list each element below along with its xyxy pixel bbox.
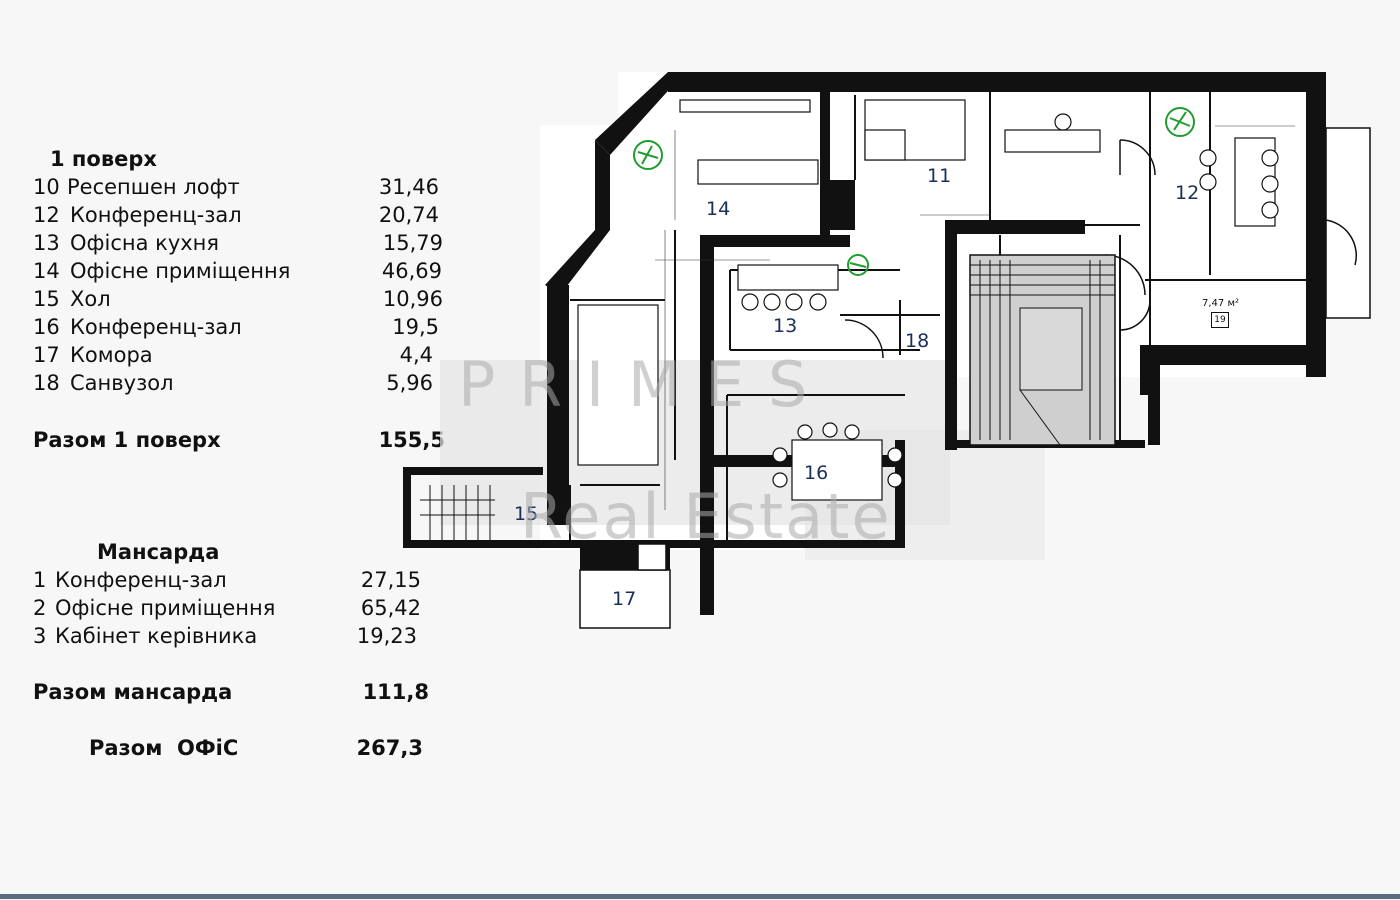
room-area: 27,15 — [360, 568, 421, 592]
room-number: 2 — [33, 596, 47, 620]
extra-area: 7,47 м² — [1202, 298, 1239, 309]
room-number: 18 — [33, 371, 60, 395]
room-label-18: 18 — [905, 330, 930, 352]
floor-plan-drawing — [403, 72, 1371, 629]
grand-total-value: 267,3 — [356, 736, 423, 760]
total-value: 155,5 — [378, 428, 445, 452]
room-number: 14 — [33, 259, 60, 283]
room-label-16: 16 — [804, 462, 829, 484]
chairs — [741, 113, 1279, 488]
room-number: 16 — [33, 315, 60, 339]
area-legend: 1 поверх 10 Ресепшен лофт 31,46 12 Конфе… — [0, 0, 460, 899]
room-number: 10 — [33, 175, 60, 199]
room-name: Офісне приміщення — [55, 596, 276, 620]
doors — [579, 127, 1371, 629]
room-label-13: 13 — [773, 315, 798, 337]
room-name: Комора — [70, 343, 153, 367]
room-number: 12 — [33, 203, 60, 227]
room-name: Конференц-зал — [70, 203, 242, 227]
room-name: Ресепшен лофт — [67, 175, 240, 199]
dimension-lines — [580, 125, 1295, 510]
room-area: 19,5 — [392, 315, 439, 339]
room-name: Кабінет керівника — [55, 624, 258, 648]
mansard-total: Разом мансарда 111,8 — [33, 680, 429, 704]
grand-total: Разом ОФіС 267,3 — [89, 736, 423, 760]
room-area: 15,79 — [382, 231, 443, 255]
room-area: 31,46 — [378, 175, 439, 199]
hall-stairs — [420, 485, 495, 540]
room-name: Офісна кухня — [70, 231, 220, 255]
staircase — [969, 254, 1116, 446]
room-number: 15 — [33, 287, 60, 311]
total-label: Разом мансарда — [33, 680, 233, 704]
room-tag: 19 — [1211, 312, 1229, 328]
room-number: 3 — [33, 624, 47, 648]
grand-total-label: Разом ОФіС — [89, 736, 239, 760]
room-area: 5,96 — [386, 371, 433, 395]
room-name: Хол — [70, 287, 111, 311]
total-value: 111,8 — [362, 680, 429, 704]
floor1-total: Разом 1 поверх 155,5 — [33, 428, 445, 452]
room-number: 13 — [33, 231, 60, 255]
room-number: 17 — [33, 343, 60, 367]
plant-icon — [633, 107, 1195, 276]
floor1-title: 1 поверх — [50, 147, 157, 171]
room-label-14: 14 — [706, 198, 731, 220]
floor-plan: 11 12 13 14 15 16 17 18 7,47 м² 19 P R I… — [400, 60, 1400, 900]
room-name: Офісне приміщення — [70, 259, 291, 283]
room-label-15: 15 — [514, 503, 539, 525]
room-name: Конференц-зал — [55, 568, 227, 592]
room-area: 46,69 — [381, 259, 442, 283]
room-name: Конференц-зал — [70, 315, 242, 339]
bottom-bar — [0, 894, 1400, 899]
room-area: 65,42 — [360, 596, 421, 620]
room-label-11: 11 — [927, 165, 952, 187]
room-number: 1 — [33, 568, 47, 592]
room-label-12: 12 — [1175, 182, 1200, 204]
room-area: 19,23 — [356, 624, 417, 648]
room-area: 20,74 — [378, 203, 439, 227]
walls — [403, 72, 1326, 615]
interior-walls — [569, 90, 1306, 540]
mansard-title: Мансарда — [97, 540, 220, 564]
room-area: 4,4 — [399, 343, 433, 367]
total-label: Разом 1 поверх — [33, 428, 221, 452]
room-label-17: 17 — [612, 588, 637, 610]
room-area: 10,96 — [382, 287, 443, 311]
room-name: Санвузол — [70, 371, 174, 395]
